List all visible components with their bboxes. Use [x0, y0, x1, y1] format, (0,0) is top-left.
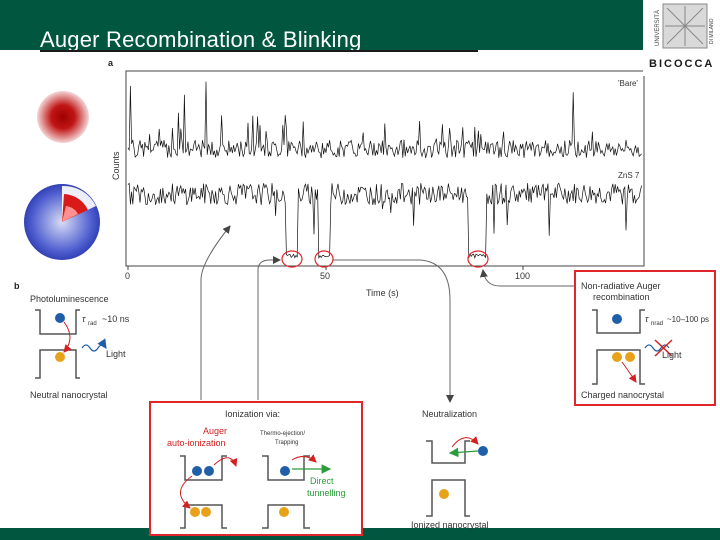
hole-icon: [190, 507, 200, 517]
bare-trace: [127, 81, 642, 159]
electron-icon: [192, 466, 202, 476]
ionized-nanocrystal-diagram: [426, 436, 488, 517]
direct-line2: tunnelling: [307, 488, 346, 498]
direct-tunnelling-diagram: [262, 454, 332, 529]
cross-icon: [654, 339, 673, 357]
connector-arrow: [200, 225, 231, 400]
auger-time-value: ~10–100 ps: [667, 315, 709, 324]
electron-icon: [478, 446, 488, 456]
off-state-circle: [467, 250, 489, 268]
electron-icon: [55, 313, 65, 323]
pl-title: Photoluminescence: [30, 294, 109, 304]
hole-icon: [201, 507, 211, 517]
connector-arrow: [333, 259, 454, 403]
pl-light-label: Light: [106, 349, 126, 359]
trace-layer: [127, 81, 642, 260]
connector-arrow: [257, 256, 281, 400]
thermo-line2: Trapping: [275, 440, 298, 446]
auger-time-sub: nrad: [651, 321, 663, 327]
svg-text:BICOCCA: BICOCCA: [649, 58, 714, 70]
trace-label-bare: 'Bare': [618, 79, 638, 88]
panel-a-frame: [125, 70, 645, 267]
pl-time-sub: rad: [88, 321, 97, 327]
hole-icon: [55, 352, 65, 362]
hole-icon: [625, 352, 635, 362]
x-tick-label: 50: [320, 271, 330, 281]
auger-title-line2: recombination: [593, 292, 650, 302]
electron-icon: [280, 466, 290, 476]
panel-a-letter: a: [108, 58, 114, 68]
connector-arrow: [479, 269, 575, 287]
auger-ionization-diagram: [180, 455, 238, 529]
panel-a-ylabel: Counts: [111, 151, 121, 180]
electron-icon: [612, 314, 622, 324]
header-bar: [0, 0, 720, 50]
auger-light-label: Light: [662, 350, 682, 360]
x-axis-label: Time (s): [366, 288, 399, 298]
auger-time-symbol: τ: [645, 314, 649, 324]
hole-icon: [612, 352, 622, 362]
off-state-circle: [314, 250, 334, 268]
auger-ion-line1: Auger: [203, 426, 227, 436]
off-state-circle: [281, 250, 303, 268]
zns-trace: [127, 182, 642, 260]
auger-caption: Charged nanocrystal: [581, 390, 664, 400]
university-logo: UNIVERSITÀ DI MILANO BICOCCA: [643, 0, 720, 76]
auger-ion-line2: auto-ionization: [167, 438, 226, 448]
charged-nanocrystal-diagram: [592, 309, 673, 385]
svg-text:DI MILANO: DI MILANO: [709, 18, 715, 44]
pl-time-value: ~10 ns: [102, 314, 130, 324]
panel-b-letter: b: [14, 281, 20, 291]
svg-text:UNIVERSITÀ: UNIVERSITÀ: [654, 10, 661, 46]
neutralization-label: Neutralization: [422, 409, 477, 419]
auger-recombination-box: [574, 270, 716, 406]
hole-icon: [439, 489, 449, 499]
auger-title-line1: Non-radiative Auger: [581, 281, 661, 291]
electron-icon: [204, 466, 214, 476]
direct-line1: Direct: [310, 476, 334, 486]
slide-title: Auger Recombination & Blinking: [40, 27, 362, 52]
pl-caption: Neutral nanocrystal: [30, 390, 108, 400]
neutral-nanocrystal-diagram: [35, 309, 107, 379]
x-tick-label: 0: [125, 271, 130, 281]
pl-time-symbol: τ: [82, 314, 86, 324]
ionized-caption: Ionized nanocrystal: [411, 520, 489, 530]
title-underline: [40, 50, 478, 52]
trace-label-zns: ZnS 7: [618, 171, 640, 180]
hole-icon: [279, 507, 289, 517]
thermo-line1: Thermo-ejection/: [260, 431, 305, 437]
coreshell-nanocrystal-icon: [24, 184, 100, 260]
ionization-title: Ionization via:: [225, 409, 280, 419]
x-tick-label: 100: [515, 271, 530, 281]
ionization-box: [149, 401, 363, 536]
bare-nanocrystal-icon: [37, 91, 89, 143]
